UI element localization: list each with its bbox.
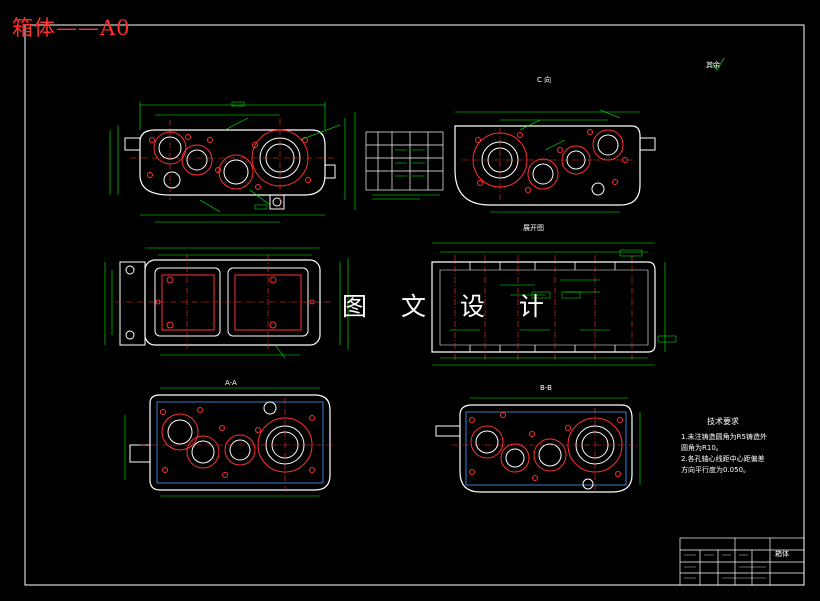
unfolded-section-view <box>431 242 677 366</box>
front-view <box>109 101 356 223</box>
requirement-line: 1.未注铸造圆角为R5铸造外 <box>681 433 767 441</box>
section-bb-label: B-B <box>540 384 552 392</box>
requirement-line: 方向平行度为0.050。 <box>681 466 751 474</box>
hole-table <box>365 131 444 200</box>
requirement-line: 圆角为R10。 <box>681 444 723 452</box>
c-view-label: C 向 <box>537 76 552 84</box>
requirements-heading: 技术要求 <box>707 417 739 426</box>
requirement-line: 2.各孔轴心线距中心距偏差 <box>681 455 765 463</box>
section-b-b-view <box>435 397 641 493</box>
c-view <box>454 57 725 213</box>
roughness-note: 其余 <box>706 61 720 69</box>
watermark-text: 图 文 设 计 <box>342 292 557 321</box>
unfolded-view-label: 展开图 <box>523 224 544 232</box>
title-block-part-name: 箱体 <box>775 550 789 558</box>
section-a-a-view <box>124 387 335 497</box>
title-block <box>679 537 805 586</box>
drawing-frame <box>24 24 805 586</box>
section-aa-label: A-A <box>225 379 237 387</box>
top-plan-view <box>104 247 349 359</box>
drawing-title: 箱体——A0 <box>12 16 131 40</box>
